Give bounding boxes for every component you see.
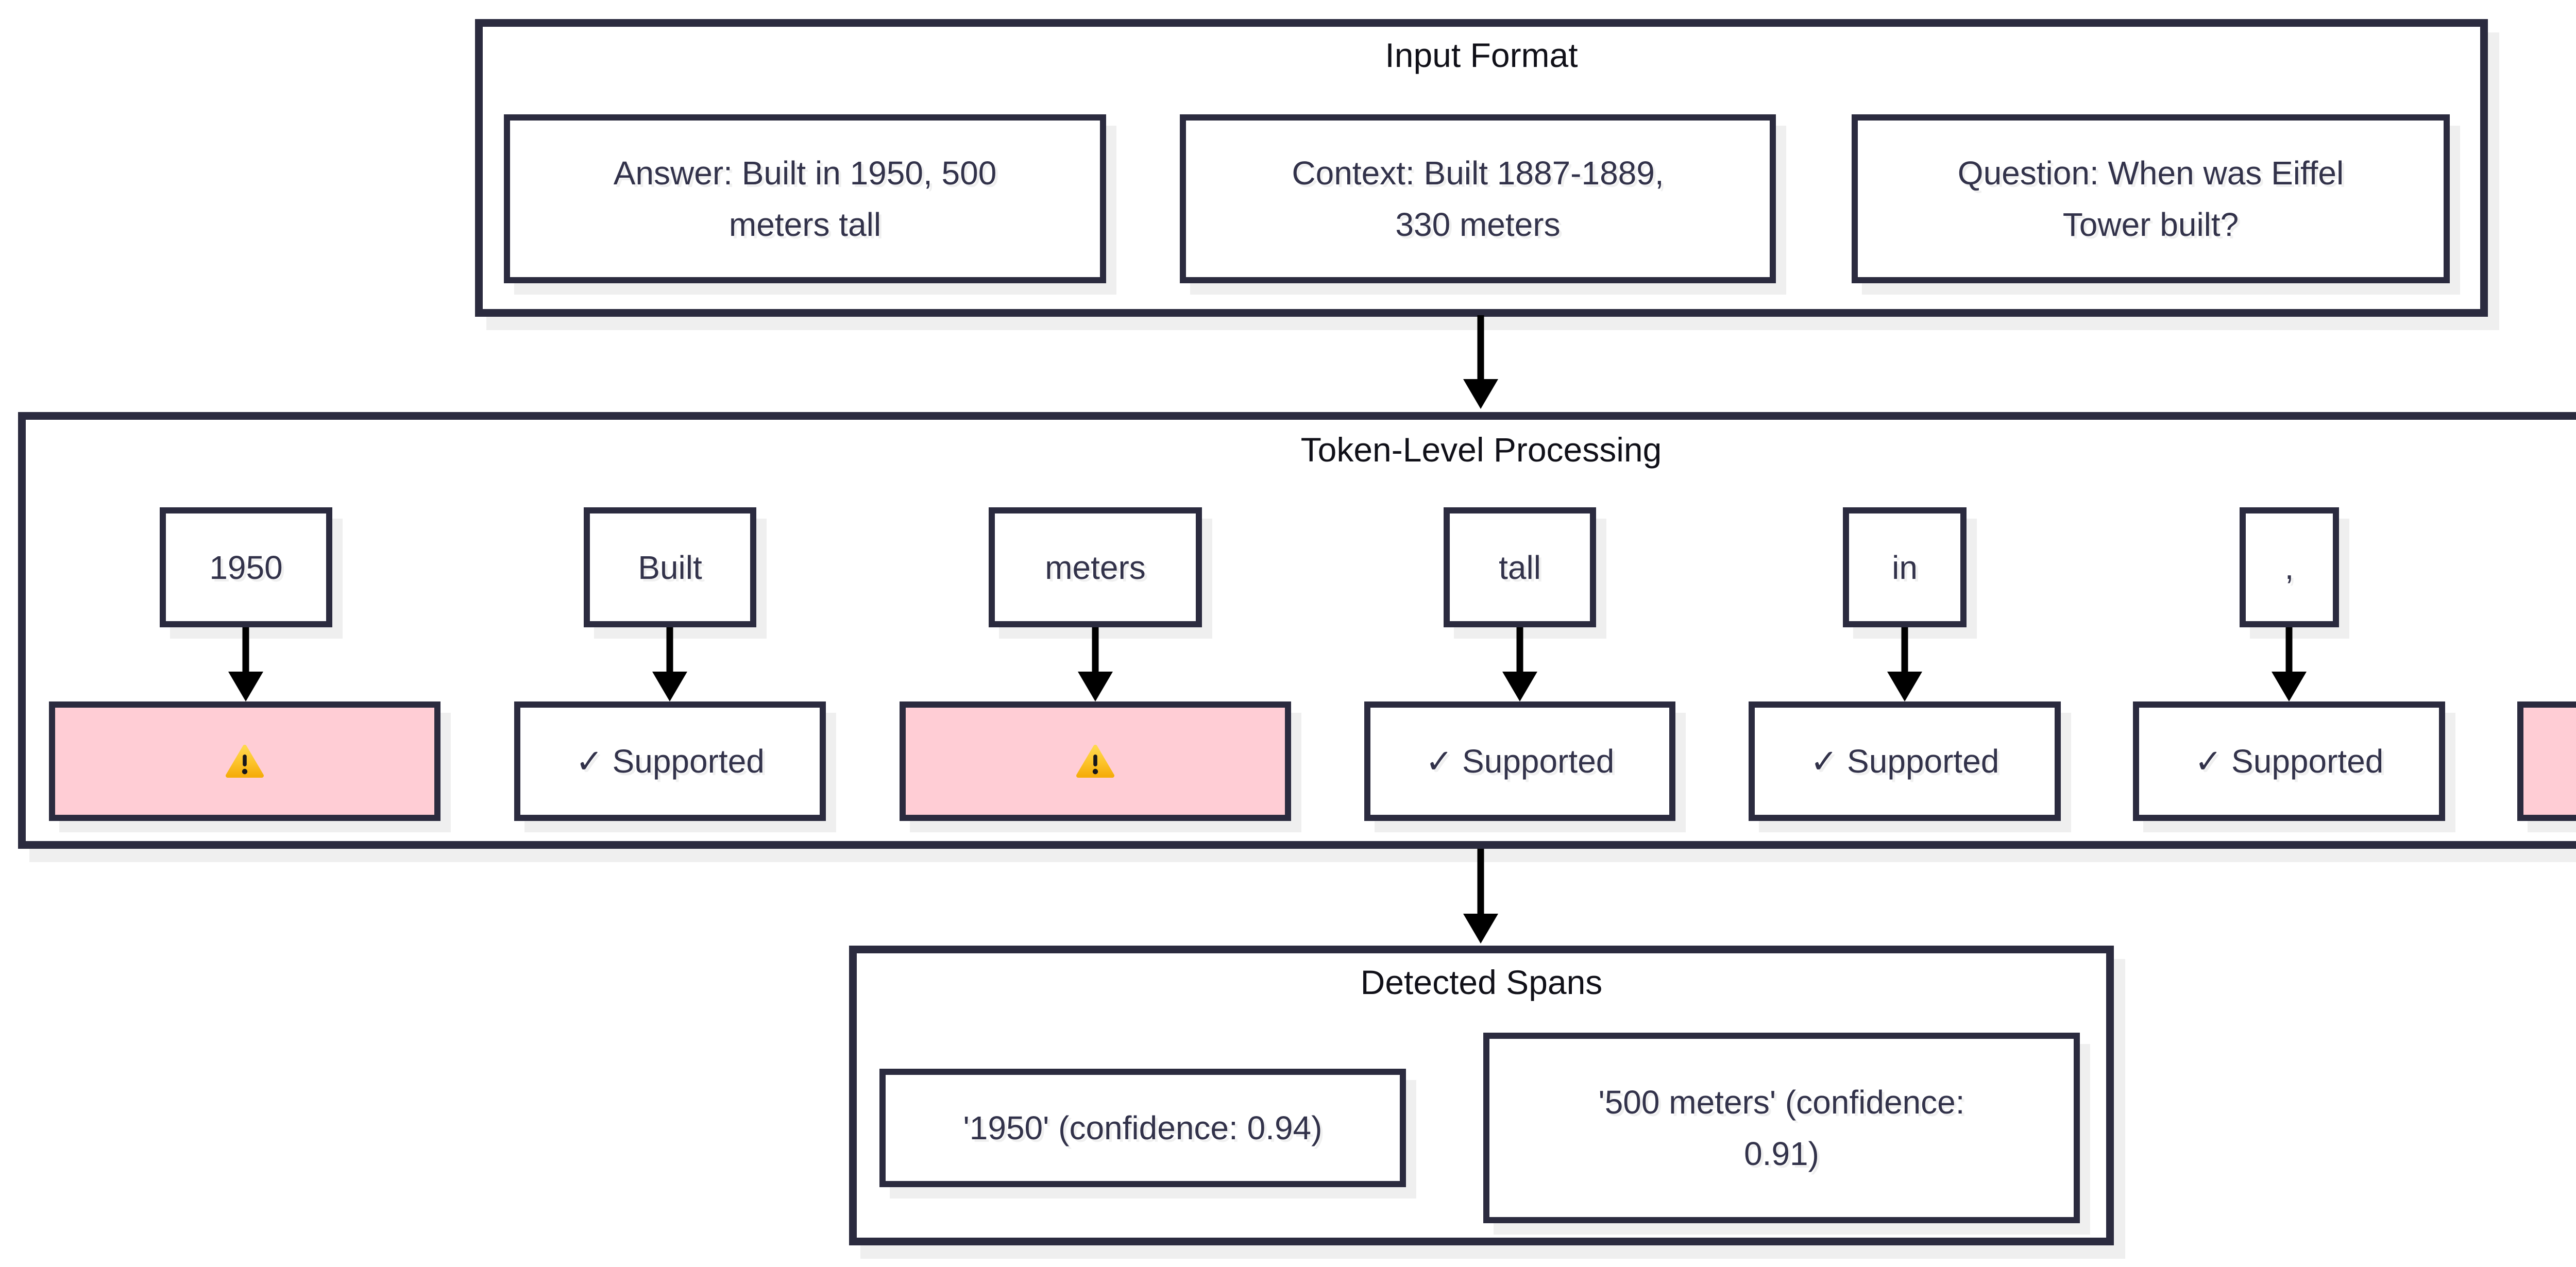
arrow-input-to-tokens-head [1463,379,1498,409]
answer-node: Answer: Built in 1950, 500 meters tall [504,114,1106,283]
arrow-token-4-line [1516,627,1523,674]
arrow-token-5-line [1901,627,1908,674]
arrow-token-2-head [652,672,687,701]
arrow-tokens-to-spans-line [1477,849,1484,916]
status-box-supported-in: ✓ Supported [1749,701,2061,821]
arrow-token-1-head [228,672,263,701]
arrow-input-to-tokens-line [1477,315,1484,381]
arrow-tokens-to-spans-head [1463,914,1498,944]
token-box-1950: 1950 [160,507,332,627]
status-box-supported-comma: ✓ Supported [2133,701,2445,821]
span-node-500-meters: '500 meters' (confidence: 0.91) [1483,1033,2080,1223]
arrow-token-3-head [1078,672,1113,701]
context-node: Context: Built 1887-1889, 330 meters [1180,114,1776,283]
token-processing-title: Token-Level Processing [1300,431,1662,469]
warning-icon [1076,745,1114,778]
question-node: Question: When was Eiffel Tower built? [1852,114,2450,283]
input-format-title: Input Format [1385,36,1578,74]
status-box-supported-built: ✓ Supported [514,701,826,821]
status-box-warning-meters [900,701,1291,821]
detected-spans-title: Detected Spans [1360,963,1603,1001]
token-box-tall: tall [1444,507,1596,627]
status-box-supported-tall: ✓ Supported [1364,701,1675,821]
token-box-built: Built [584,507,756,627]
arrow-token-6-line [2285,627,2293,674]
status-box-warning-500 [2517,701,2576,821]
arrow-token-4-head [1502,672,1537,701]
arrow-token-3-line [1092,627,1099,674]
token-box-meters: meters [989,507,1202,627]
span-node-1950: '1950' (confidence: 0.94) [879,1069,1406,1187]
arrow-token-2-line [666,627,673,674]
arrow-token-1-line [242,627,249,674]
token-box-comma: , [2240,507,2339,627]
token-box-in: in [1843,507,1967,627]
status-box-warning-1950 [49,701,440,821]
arrow-token-6-head [2272,672,2307,701]
warning-icon [226,745,264,778]
arrow-token-5-head [1887,672,1922,701]
